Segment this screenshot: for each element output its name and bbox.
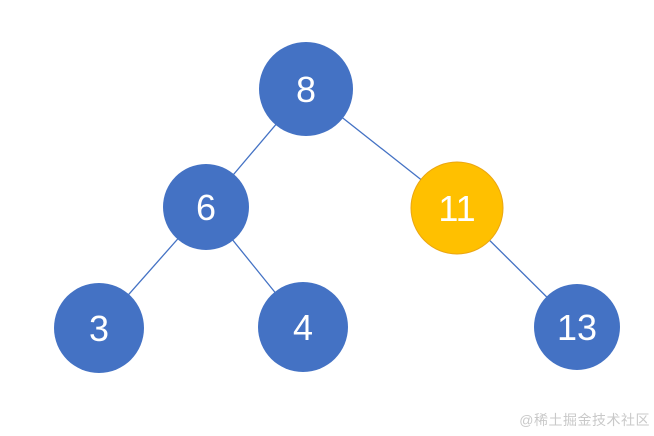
tree-node-circle [410, 161, 504, 255]
tree-node-3: 3 [54, 283, 144, 373]
tree-node-label: 11 [438, 188, 475, 229]
nodes-layer: 8 6 11 3 4 13 [54, 42, 620, 373]
tree-node-8: 8 [259, 42, 353, 136]
tree-node-circle [54, 283, 144, 373]
watermark-text: @稀土掘金技术社区 [519, 412, 650, 428]
tree-node-label: 13 [557, 307, 597, 348]
tree-node-11: 11 [410, 161, 504, 255]
tree-node-4: 4 [258, 282, 348, 372]
tree-node-label: 6 [196, 187, 216, 228]
tree-node-circle [259, 42, 353, 136]
tree-node-circle [258, 282, 348, 372]
tree-node-circle [534, 284, 620, 370]
tree-node-label: 4 [293, 307, 313, 348]
tree-node-circle [163, 164, 249, 250]
tree-node-label: 3 [89, 308, 109, 349]
tree-node-6: 6 [163, 164, 249, 250]
tree-node-label: 8 [296, 69, 316, 110]
tree-node-13: 13 [534, 284, 620, 370]
